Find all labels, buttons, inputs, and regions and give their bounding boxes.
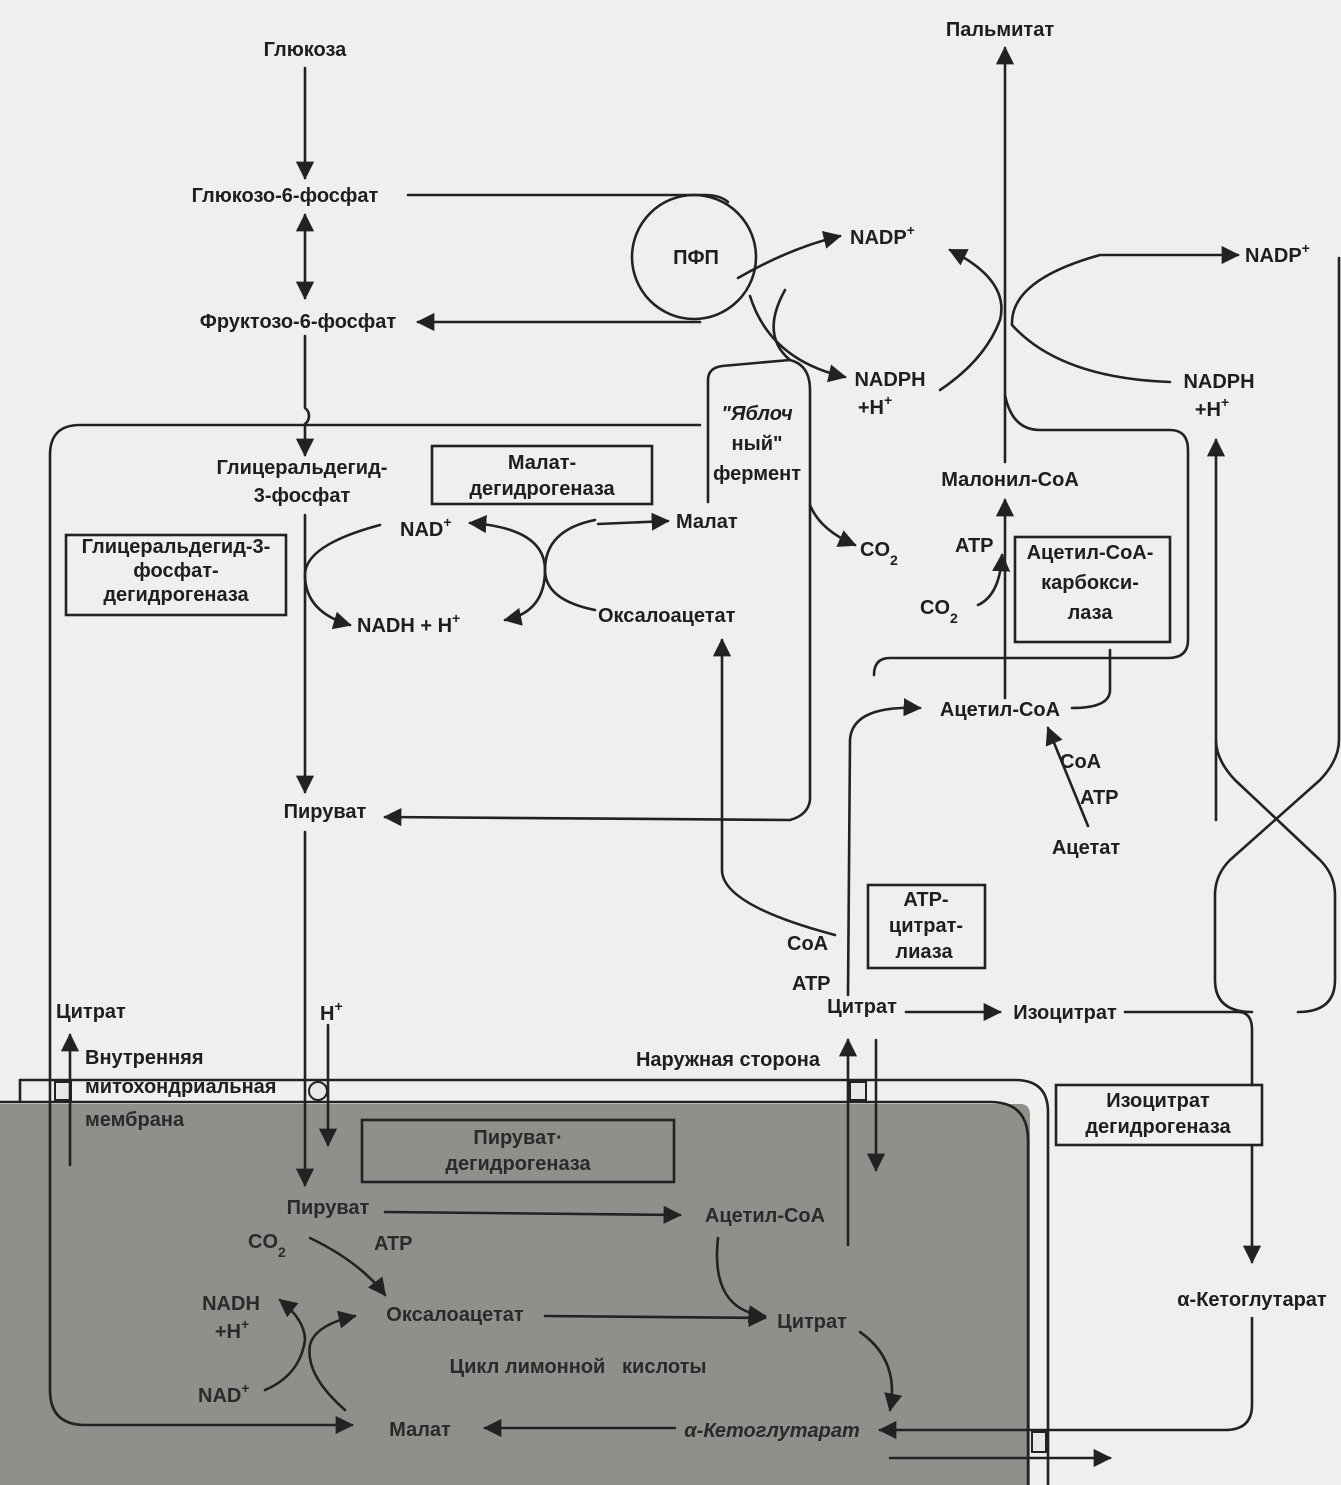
co2-mito-label: CO2 [248,1231,286,1260]
acetyl-coa-mito-label: Ацетил-CoA [705,1205,825,1227]
membrane-label-line2: митохондриальная [85,1076,276,1098]
malic-enzyme-line1: "Яблоч [721,403,793,425]
nadh-mito-line1: NADH [202,1293,260,1315]
outer-side-label: Наружная сторона [636,1049,821,1071]
acc-box [1013,535,1172,644]
citrate-mito-label: Цитрат [777,1311,847,1333]
glucose-label: Глюкоза [264,39,348,61]
akg-cyto-label: α-Кетоглутарат [1177,1289,1327,1311]
nadp-top-label: NADP+ [850,222,915,249]
mdh-line2: дегидрогеназа [469,478,615,500]
nad-mito-label: NAD+ [198,1380,250,1407]
co2-malic-label: CO2 [860,539,898,568]
coa-acl-label: CoA [787,933,828,955]
citrate-transporter-left [54,1081,72,1101]
nadph-mid-line1: NADPH [854,369,925,391]
pyruvate-mito-label: Пируват [287,1197,370,1219]
malonyl-coa-label: Малонил-CoA [941,469,1079,491]
isocitrate-label: Изоцитрат [1013,1002,1117,1024]
acl-box [866,883,987,970]
malate-cyto-label: Малат [676,511,738,533]
mitochondrial-matrix [0,1104,1030,1485]
pyruvate-transporter [308,1081,328,1101]
ppp-label: ПФП [673,247,719,269]
nad-cyto-label: NAD+ [400,514,452,541]
malic-enzyme-line3: фермент [713,463,801,485]
citrate-transporter-right [849,1081,867,1101]
oaa-cyto-label: Оксалоацетат [598,605,736,627]
atp-mito-label: ATP [374,1233,413,1255]
nadp-right-label: NADP+ [1245,240,1310,267]
acl-line2: цитрат- [889,915,963,937]
atp-acl-label: ATP [792,973,831,995]
gapdh-line3: дегидрогеназа [103,584,249,606]
akg-mito-label: α-Кетоглутарат [684,1420,859,1442]
coa-acs-label: CoA [1060,751,1101,773]
citrate-cyto-label: Цитрат [827,996,897,1018]
gapdh-box [64,533,288,617]
acc-line2: карбокси- [1041,572,1139,594]
gap-label-line2: 3-фосфат [254,485,351,507]
nadh-mito-line2: +H+ [215,1316,249,1343]
inner-membrane-outer-line [18,1078,1050,1485]
pdh-box [360,1118,676,1184]
idh-line1: Изоцитрат [1106,1090,1210,1112]
malic-enzyme-line2: ный" [732,433,783,455]
palmitate-label: Пальмитат [946,19,1055,41]
akg-transporter [1031,1431,1047,1453]
pyruvate-cyto-label: Пируват [284,801,367,823]
gap-label-line1: Глицеральдегид- [217,457,388,479]
pdh-line1: Пируват· [473,1127,562,1149]
inner-membrane-inner-line [0,1100,1030,1485]
idh-line2: дегидрогеназа [1085,1116,1231,1138]
nadh-cyto-label: NADH + H+ [357,610,460,637]
atp-acc-label: ATP [955,535,994,557]
acetyl-coa-cyto-label: Ацетил-CoA [940,699,1060,721]
g6p-label: Глюкозо-6-фосфат [192,185,379,207]
h-plus-label: H+ [320,998,343,1025]
acl-line3: лиаза [895,941,953,963]
membrane-label-line3: мембрана [85,1109,185,1131]
oaa-mito-label: Оксалоацетат [386,1304,524,1326]
acc-line3: лаза [1068,602,1114,624]
co2-acc-label: CO2 [920,597,958,626]
membrane-label-line1: Внутренняя [85,1047,204,1069]
atp-acs-label: ATP [1080,787,1119,809]
citrate-transport-label: Цитрат [56,1001,126,1023]
nadph-right-line1: NADPH [1183,371,1254,393]
nadph-mid-line2: +H+ [858,392,892,419]
acetate-label: Ацетат [1052,837,1121,859]
mdh-box [430,444,654,506]
malate-mito-label: Малат [389,1419,451,1441]
idh-box [1054,1083,1264,1147]
gapdh-line2: фосфат- [133,560,218,582]
f6p-label: Фруктозо-6-фосфат [200,311,397,333]
nadph-right-line2: +H+ [1195,394,1229,421]
mdh-line1: Малат- [508,452,576,474]
acl-line1: ATP- [903,889,948,911]
acc-line1: Ацетил-CoA- [1027,542,1154,564]
gapdh-line1: Глицеральдегид-3- [82,536,271,558]
pdh-line2: дегидрогеназа [445,1153,591,1175]
tca-cycle-label: Цикл лимонной кислоты [450,1356,707,1378]
